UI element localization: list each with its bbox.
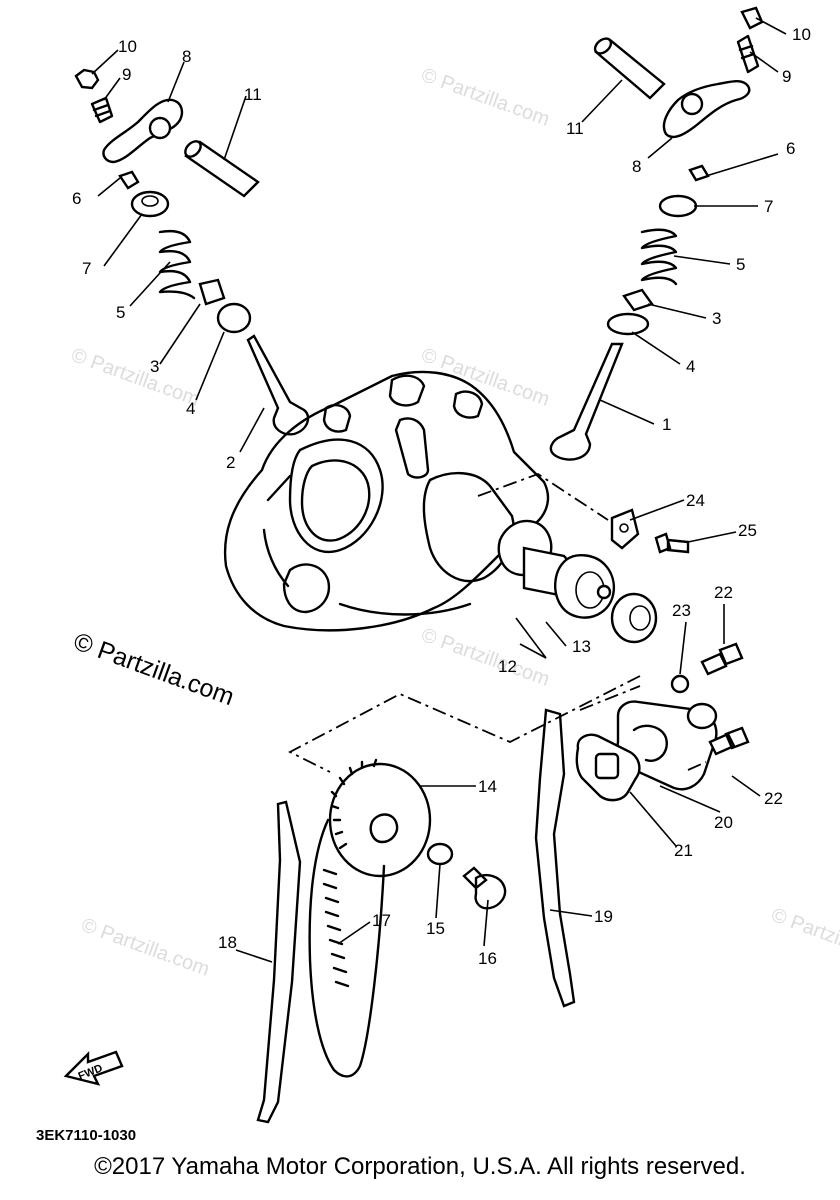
copyright-footer: ©2017 Yamaha Motor Corporation, U.S.A. A… xyxy=(94,1153,746,1180)
callout-1: 1 xyxy=(662,415,671,434)
valve-spring-5-left xyxy=(158,229,196,300)
callout-3: 3 xyxy=(150,357,159,376)
valve-cotter-6-right xyxy=(688,164,710,182)
adjusting-screw-9-right xyxy=(736,34,760,74)
valve-cotter-6-left xyxy=(118,170,140,190)
nut-10-right xyxy=(740,6,764,30)
callout-2: 2 xyxy=(226,453,235,472)
rocker-arm-8-left xyxy=(102,98,184,164)
stem-seal-3-left xyxy=(198,278,226,306)
callout-7: 7 xyxy=(82,259,91,278)
callout-18: 18 xyxy=(218,933,237,952)
stem-seal-3-right xyxy=(622,288,654,312)
callout-4: 4 xyxy=(186,399,195,418)
watermark-faint-group: © Partzilla.com © Partzilla.com © Partzi… xyxy=(68,64,840,981)
spring-retainer-hole-left xyxy=(141,195,159,207)
spring-seat-4-left xyxy=(216,302,252,334)
callout-6: 6 xyxy=(72,189,81,208)
watermark-faint: © Partzilla.com xyxy=(68,344,202,411)
watermark-main: © Partzilla.com xyxy=(70,627,238,711)
spring-retainer-7-right xyxy=(658,194,698,218)
callout-8: 8 xyxy=(632,157,641,176)
callout-15: 15 xyxy=(426,919,445,938)
chain-guide-19 xyxy=(534,708,576,1008)
washer-23 xyxy=(670,674,690,694)
bearing-13 xyxy=(610,592,658,644)
callout-10: 10 xyxy=(792,25,811,44)
callout-6: 6 xyxy=(786,139,795,158)
bolt-22-lower xyxy=(708,726,750,756)
cam-chain-17 xyxy=(308,818,386,1078)
plate-24 xyxy=(610,508,640,550)
callout-9: 9 xyxy=(782,67,791,86)
bolt-25 xyxy=(654,532,690,554)
callout-22: 22 xyxy=(714,583,733,602)
callout-20: 20 xyxy=(714,813,733,832)
valve-spring-5-right xyxy=(640,228,678,286)
gasket-21-opening xyxy=(594,752,620,780)
bolt-16 xyxy=(462,866,507,910)
rocker-arm-bore-left xyxy=(148,116,172,140)
callout-10: 10 xyxy=(118,37,137,56)
assembly-line xyxy=(687,761,707,771)
washer-15 xyxy=(426,842,454,866)
callout-23: 23 xyxy=(672,601,691,620)
callout-3: 3 xyxy=(712,309,721,328)
plate-24-hole xyxy=(619,523,629,533)
tensioner-20 xyxy=(616,700,718,791)
valve-1-exhaust xyxy=(549,342,624,461)
leader-lines xyxy=(91,17,787,963)
cylinder-head xyxy=(223,370,550,632)
spring-seat-4-right xyxy=(606,312,650,336)
callout-5: 5 xyxy=(116,303,125,322)
spring-retainer-7-left xyxy=(130,190,170,218)
callout-24: 24 xyxy=(686,491,705,510)
watermark-faint: © Partzilla.com xyxy=(418,344,552,411)
callout-22: 22 xyxy=(764,789,783,808)
watermark-faint: © Partzilla.com xyxy=(78,914,212,981)
diagram-code: 3EK7110-1030 xyxy=(36,1127,136,1144)
callout-8: 8 xyxy=(182,47,191,66)
callout-19: 19 xyxy=(594,907,613,926)
valve-2-intake xyxy=(246,334,310,436)
callout-12: 12 xyxy=(498,657,517,676)
camshaft-end xyxy=(596,584,612,600)
callout-7: 7 xyxy=(764,197,773,216)
watermark-faint: © Partzilla.com xyxy=(418,64,552,131)
callout-11: 11 xyxy=(566,119,584,138)
callout-16: 16 xyxy=(478,949,497,968)
forward-arrow-icon: FWD xyxy=(63,1050,124,1086)
cam-chain-17-links xyxy=(322,868,350,988)
callout-13: 13 xyxy=(572,637,591,656)
callout-9: 9 xyxy=(122,65,131,84)
nut-10-left xyxy=(74,68,100,90)
rocker-arm-bore-right xyxy=(680,92,704,116)
rocker-shaft-end-right xyxy=(593,37,613,55)
callout-4: 4 xyxy=(686,357,695,376)
callout-21: 21 xyxy=(674,841,693,860)
assembly-line xyxy=(579,685,641,711)
rocker-arm-8-right xyxy=(662,80,751,139)
callout-25: 25 xyxy=(738,521,757,540)
assembly-line xyxy=(477,472,609,521)
callout-5: 5 xyxy=(736,255,745,274)
assembly-line xyxy=(288,675,641,773)
camshaft-12 xyxy=(497,519,615,619)
bolt-22-upper xyxy=(700,642,744,676)
chain-guide-18 xyxy=(256,800,302,1124)
callout-17: 17 xyxy=(372,911,391,930)
cam-sprocket-14 xyxy=(328,758,432,878)
watermark-faint: © Partzilla.com xyxy=(418,624,552,691)
callout-labels: 10 9 8 11 6 7 5 3 4 2 10 9 11 8 6 7 5 3 … xyxy=(72,25,811,968)
rocker-shaft-end-left xyxy=(184,140,202,158)
callout-11: 11 xyxy=(244,85,262,104)
watermark-faint: © Partzilla.com xyxy=(768,904,840,971)
callout-14: 14 xyxy=(478,777,497,796)
adjusting-screw-9-left xyxy=(90,96,114,124)
